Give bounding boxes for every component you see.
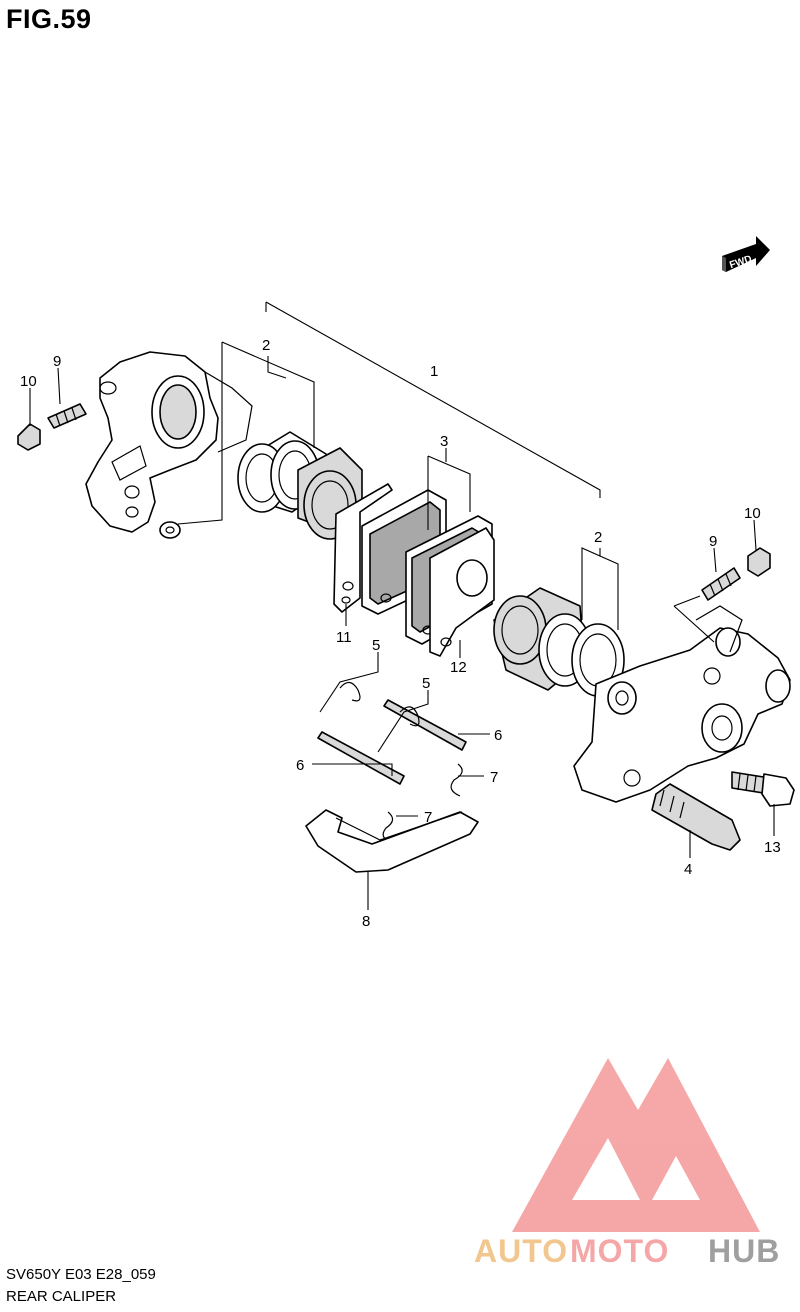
callout-12: 12 — [450, 659, 467, 676]
callout-2-left: 2 — [262, 337, 270, 354]
clip-upper — [339, 681, 361, 702]
bleeder-valve-left — [47, 403, 87, 429]
pad-pin-upper — [383, 699, 467, 751]
caliper-body-left — [85, 351, 253, 533]
callout-10-left: 10 — [20, 373, 37, 390]
callout-3: 3 — [440, 433, 448, 450]
model-code: SV650Y E03 E28_059 — [6, 1266, 156, 1283]
slide-pin-bolt — [651, 783, 741, 851]
washer-left — [159, 521, 181, 539]
piston-seal-set-right — [493, 587, 625, 697]
watermark-hub: HUB — [708, 1233, 780, 1269]
bleeder-cap-right — [747, 547, 771, 577]
retaining-clip-right — [450, 763, 463, 797]
callout-10-right: 10 — [744, 505, 761, 522]
part-group-name: REAR CALIPER — [6, 1288, 117, 1305]
figure-title: FIG.59 — [6, 4, 92, 34]
callout-numbers: 1 2 2 3 4 5 5 6 6 7 7 8 9 9 10 10 11 12 … — [20, 337, 781, 930]
callout-8: 8 — [362, 913, 370, 930]
bleeder-valve-right — [701, 567, 741, 601]
callout-4: 4 — [684, 861, 692, 878]
callout-7-left: 7 — [424, 809, 432, 826]
callout-9-left: 9 — [53, 353, 61, 370]
callout-13: 13 — [764, 839, 781, 856]
leader-lines — [29, 301, 775, 910]
mounting-bolt — [731, 771, 795, 807]
callout-9-right: 9 — [709, 533, 717, 550]
callout-5-mid: 5 — [422, 675, 430, 692]
automotohub-watermark: AUTO MOTO HUB — [474, 1058, 780, 1269]
forward-direction-arrow-icon: FWD — [722, 236, 770, 272]
pad-shim-spring — [429, 527, 495, 657]
callout-5-top: 5 — [372, 637, 380, 654]
pad-spring — [305, 809, 479, 873]
callout-7-right: 7 — [490, 769, 498, 786]
clip-mid — [399, 706, 420, 727]
bleeder-cap-left — [17, 423, 41, 451]
callout-6-left: 6 — [296, 757, 304, 774]
watermark-logo-icon — [512, 1058, 760, 1232]
pad-pin-lower — [317, 731, 405, 785]
watermark-moto: MOTO — [570, 1233, 669, 1269]
callout-2-right: 2 — [594, 529, 602, 546]
watermark-auto: AUTO — [474, 1233, 568, 1269]
callout-11: 11 — [336, 629, 352, 646]
callout-1: 1 — [430, 363, 438, 380]
caliper-body-right — [573, 605, 791, 803]
pad-shim — [333, 483, 393, 613]
callout-6-right: 6 — [494, 727, 502, 744]
